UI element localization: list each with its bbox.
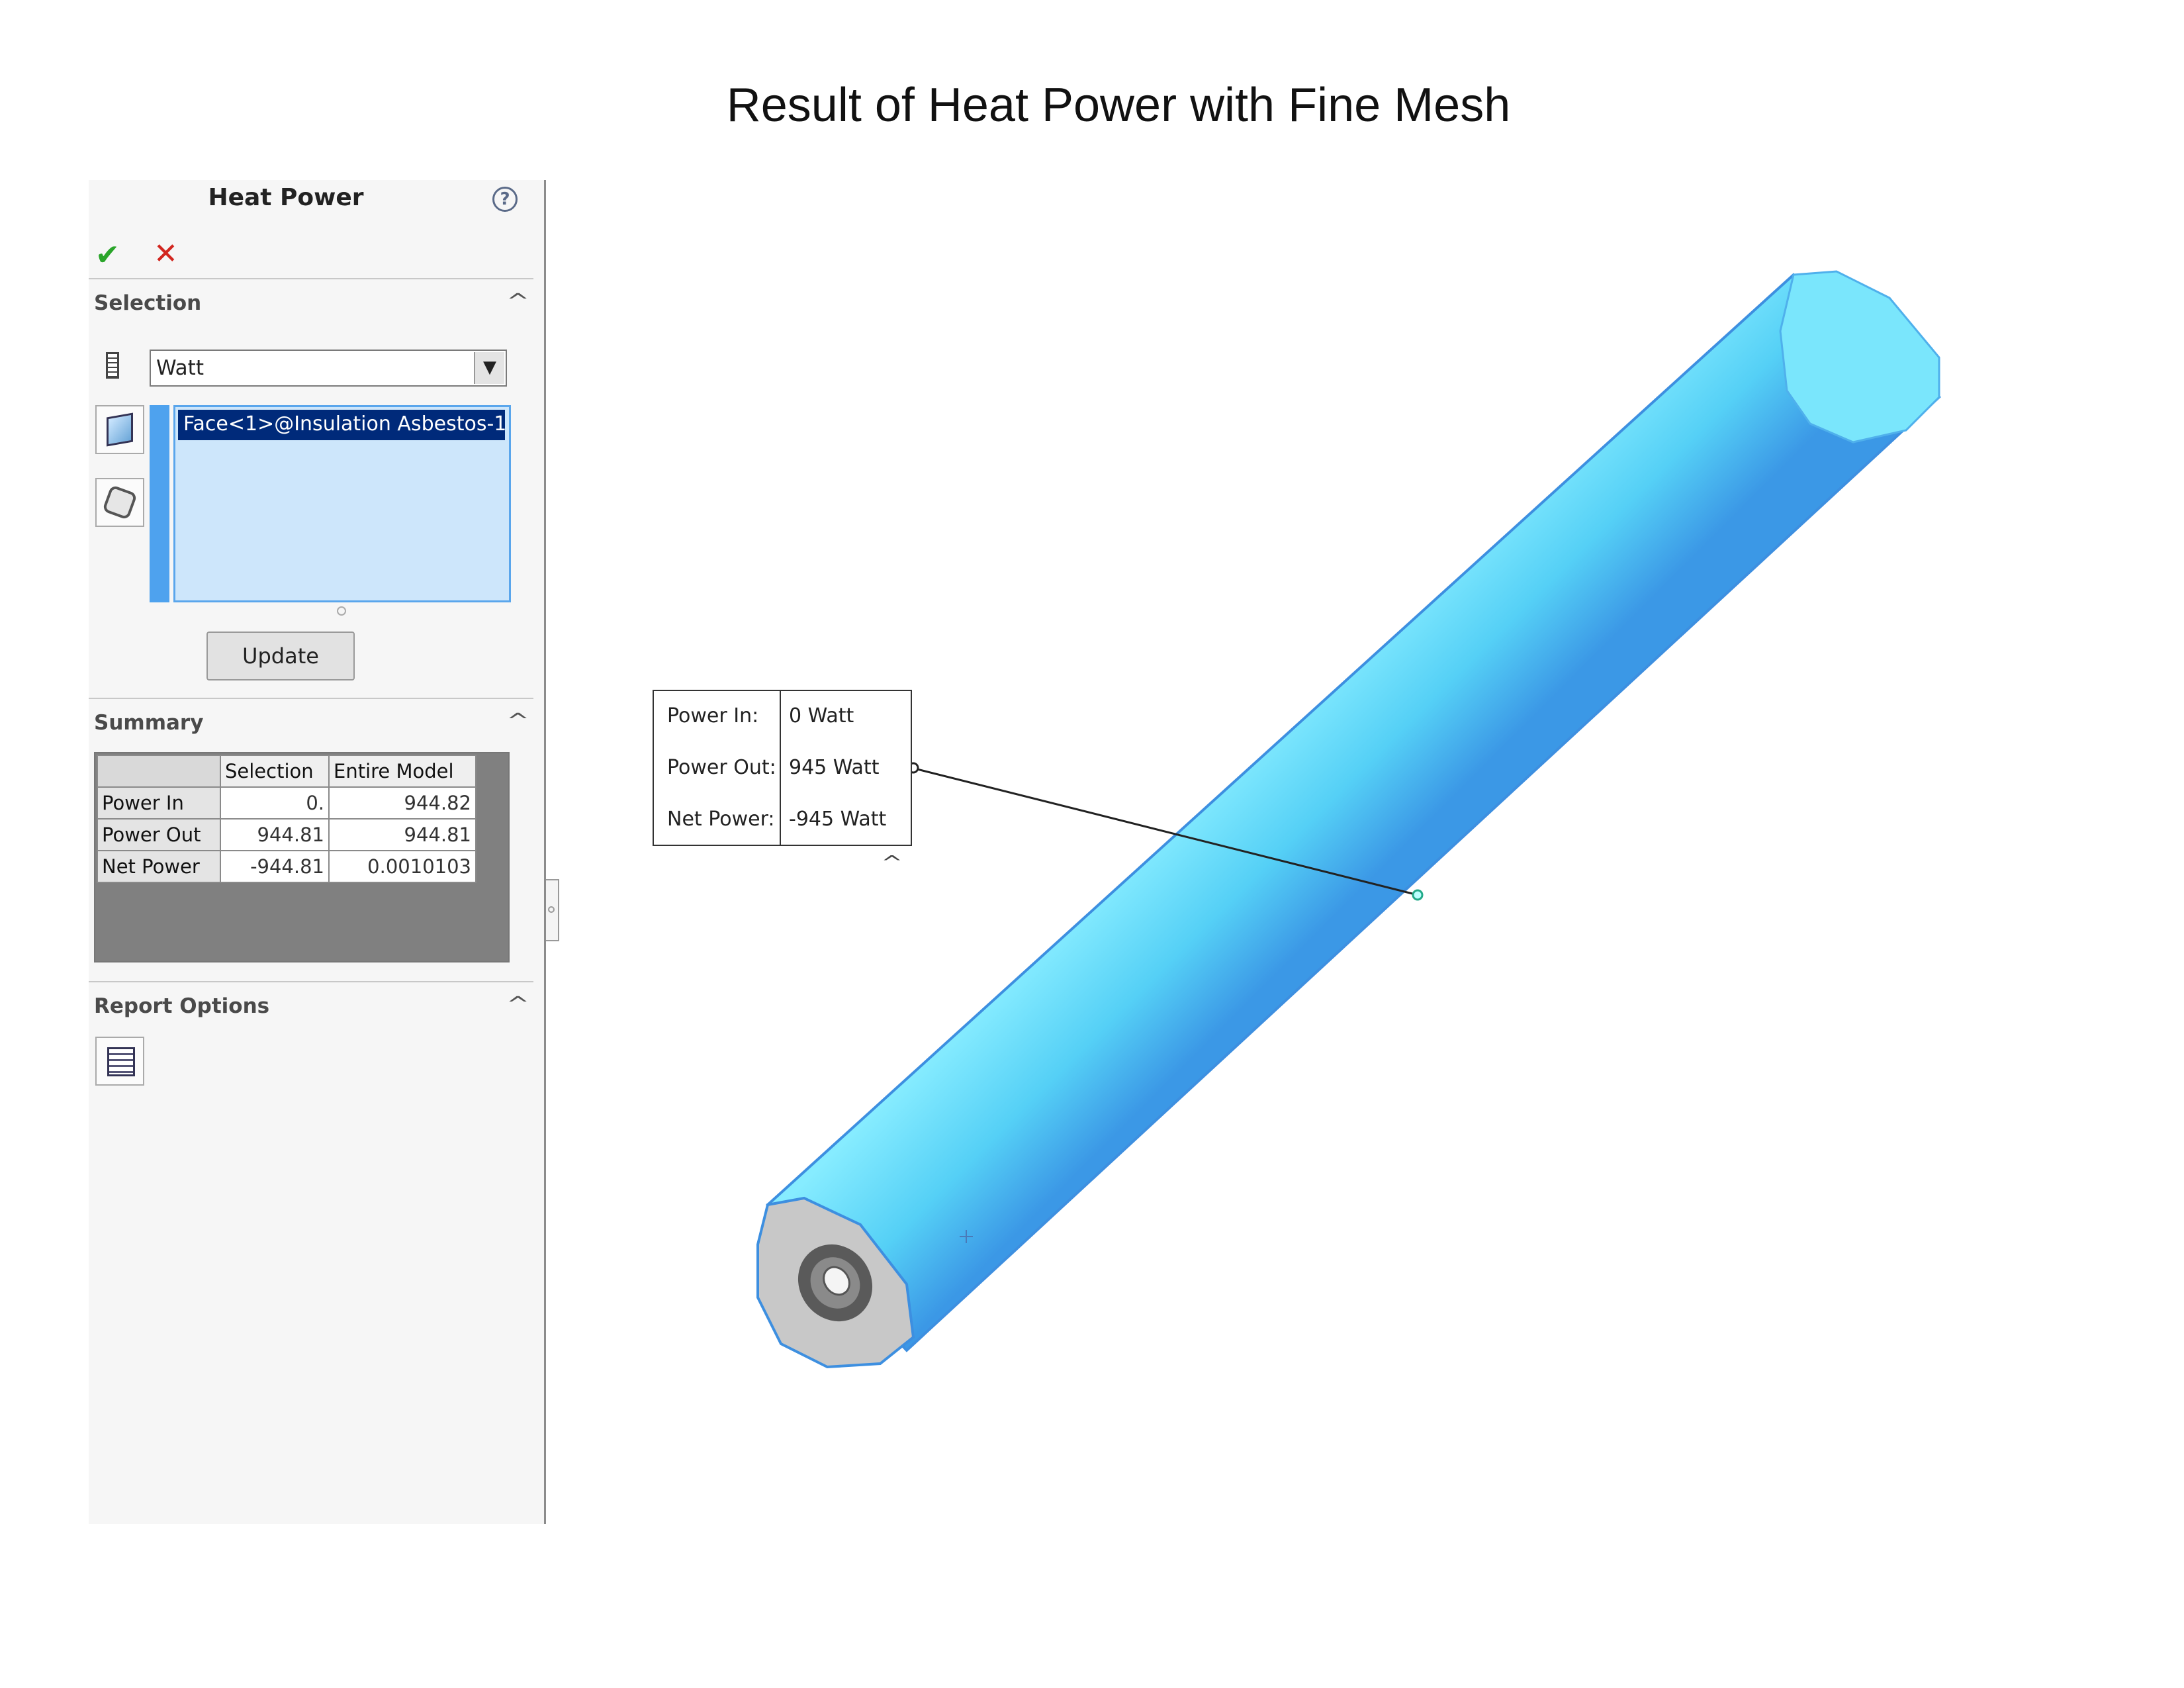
- units-ruler-icon: [106, 352, 119, 379]
- table-row: Net Power -944.81 0.0010103: [97, 850, 477, 883]
- section-divider: [89, 698, 533, 699]
- cylinder-body[interactable]: [766, 273, 1942, 1352]
- table-row: Power In 0. 944.82: [97, 786, 477, 820]
- selection-list[interactable]: Face<1>@Insulation Asbestos-1: [173, 405, 511, 602]
- update-button[interactable]: Update: [206, 632, 355, 680]
- callout-leader-line: [911, 767, 1418, 896]
- component-selection-button[interactable]: [95, 478, 144, 527]
- callout-collapse-icon[interactable]: ^: [881, 851, 903, 873]
- selection-collapse-icon[interactable]: ^: [506, 290, 530, 313]
- callout-divider: [780, 691, 781, 845]
- panel-splitter-handle[interactable]: [546, 879, 559, 941]
- list-resize-handle-icon[interactable]: [337, 606, 346, 616]
- summary-section-label[interactable]: Summary: [94, 711, 204, 735]
- table-cell: 0.: [220, 786, 330, 820]
- cylinder-far-end-cap[interactable]: [1779, 270, 1940, 444]
- results-callout[interactable]: Power In: 0 Watt Power Out: 945 Watt Net…: [653, 690, 912, 846]
- row-header: Net Power: [97, 850, 221, 883]
- report-save-icon: [107, 1047, 135, 1076]
- table-cell: 0.0010103: [328, 850, 477, 883]
- summary-table: Selection Entire Model Power In 0. 944.8…: [97, 755, 477, 883]
- table-cell: -944.81: [220, 850, 330, 883]
- save-report-button[interactable]: [95, 1037, 144, 1086]
- units-dropdown-value: Watt: [156, 356, 204, 380]
- callout-label-power-in: Power In:: [667, 704, 759, 727]
- selection-list-accent-bar: [150, 405, 169, 602]
- summary-collapse-icon[interactable]: ^: [506, 710, 530, 733]
- panel-border: [544, 180, 546, 1524]
- table-cell: 944.81: [328, 818, 477, 851]
- ok-check-icon[interactable]: ✔: [95, 238, 120, 272]
- cancel-x-icon[interactable]: ✕: [154, 237, 178, 271]
- callout-label-power-out: Power Out:: [667, 756, 776, 779]
- callout-value-power-in: 0 Watt: [789, 704, 854, 727]
- table-cell: 944.82: [328, 786, 477, 820]
- section-divider: [89, 981, 533, 982]
- panel-title: Heat Power: [208, 184, 364, 211]
- chevron-down-icon[interactable]: ▼: [474, 352, 504, 384]
- table-header-row: Selection Entire Model: [97, 755, 477, 788]
- face-selection-button[interactable]: [95, 405, 144, 454]
- table-corner-cell: [97, 755, 221, 788]
- callout-target-point: [1412, 889, 1424, 901]
- column-header-entire-model: Entire Model: [328, 755, 477, 788]
- callout-label-net-power: Net Power:: [667, 808, 775, 831]
- row-header: Power Out: [97, 818, 221, 851]
- help-icon[interactable]: ?: [492, 187, 518, 212]
- page-title: Result of Heat Power with Fine Mesh: [726, 79, 1511, 132]
- report-options-section-label[interactable]: Report Options: [94, 994, 270, 1018]
- units-dropdown[interactable]: Watt ▼: [150, 350, 507, 387]
- pipe-bore: [823, 1266, 850, 1296]
- selection-section-label[interactable]: Selection: [94, 291, 202, 315]
- splitter-grip-icon: [548, 906, 555, 913]
- table-cell: 944.81: [220, 818, 330, 851]
- summary-table-container: Selection Entire Model Power In 0. 944.8…: [94, 752, 510, 962]
- callout-value-power-out: 945 Watt: [789, 756, 880, 779]
- row-header: Power In: [97, 786, 221, 820]
- callout-value-net-power: -945 Watt: [789, 808, 887, 831]
- selection-list-item[interactable]: Face<1>@Insulation Asbestos-1: [178, 410, 505, 440]
- section-divider: [89, 278, 533, 279]
- column-header-selection: Selection: [220, 755, 330, 788]
- report-options-collapse-icon[interactable]: ^: [506, 993, 530, 1016]
- table-row: Power Out 944.81 944.81: [97, 818, 477, 851]
